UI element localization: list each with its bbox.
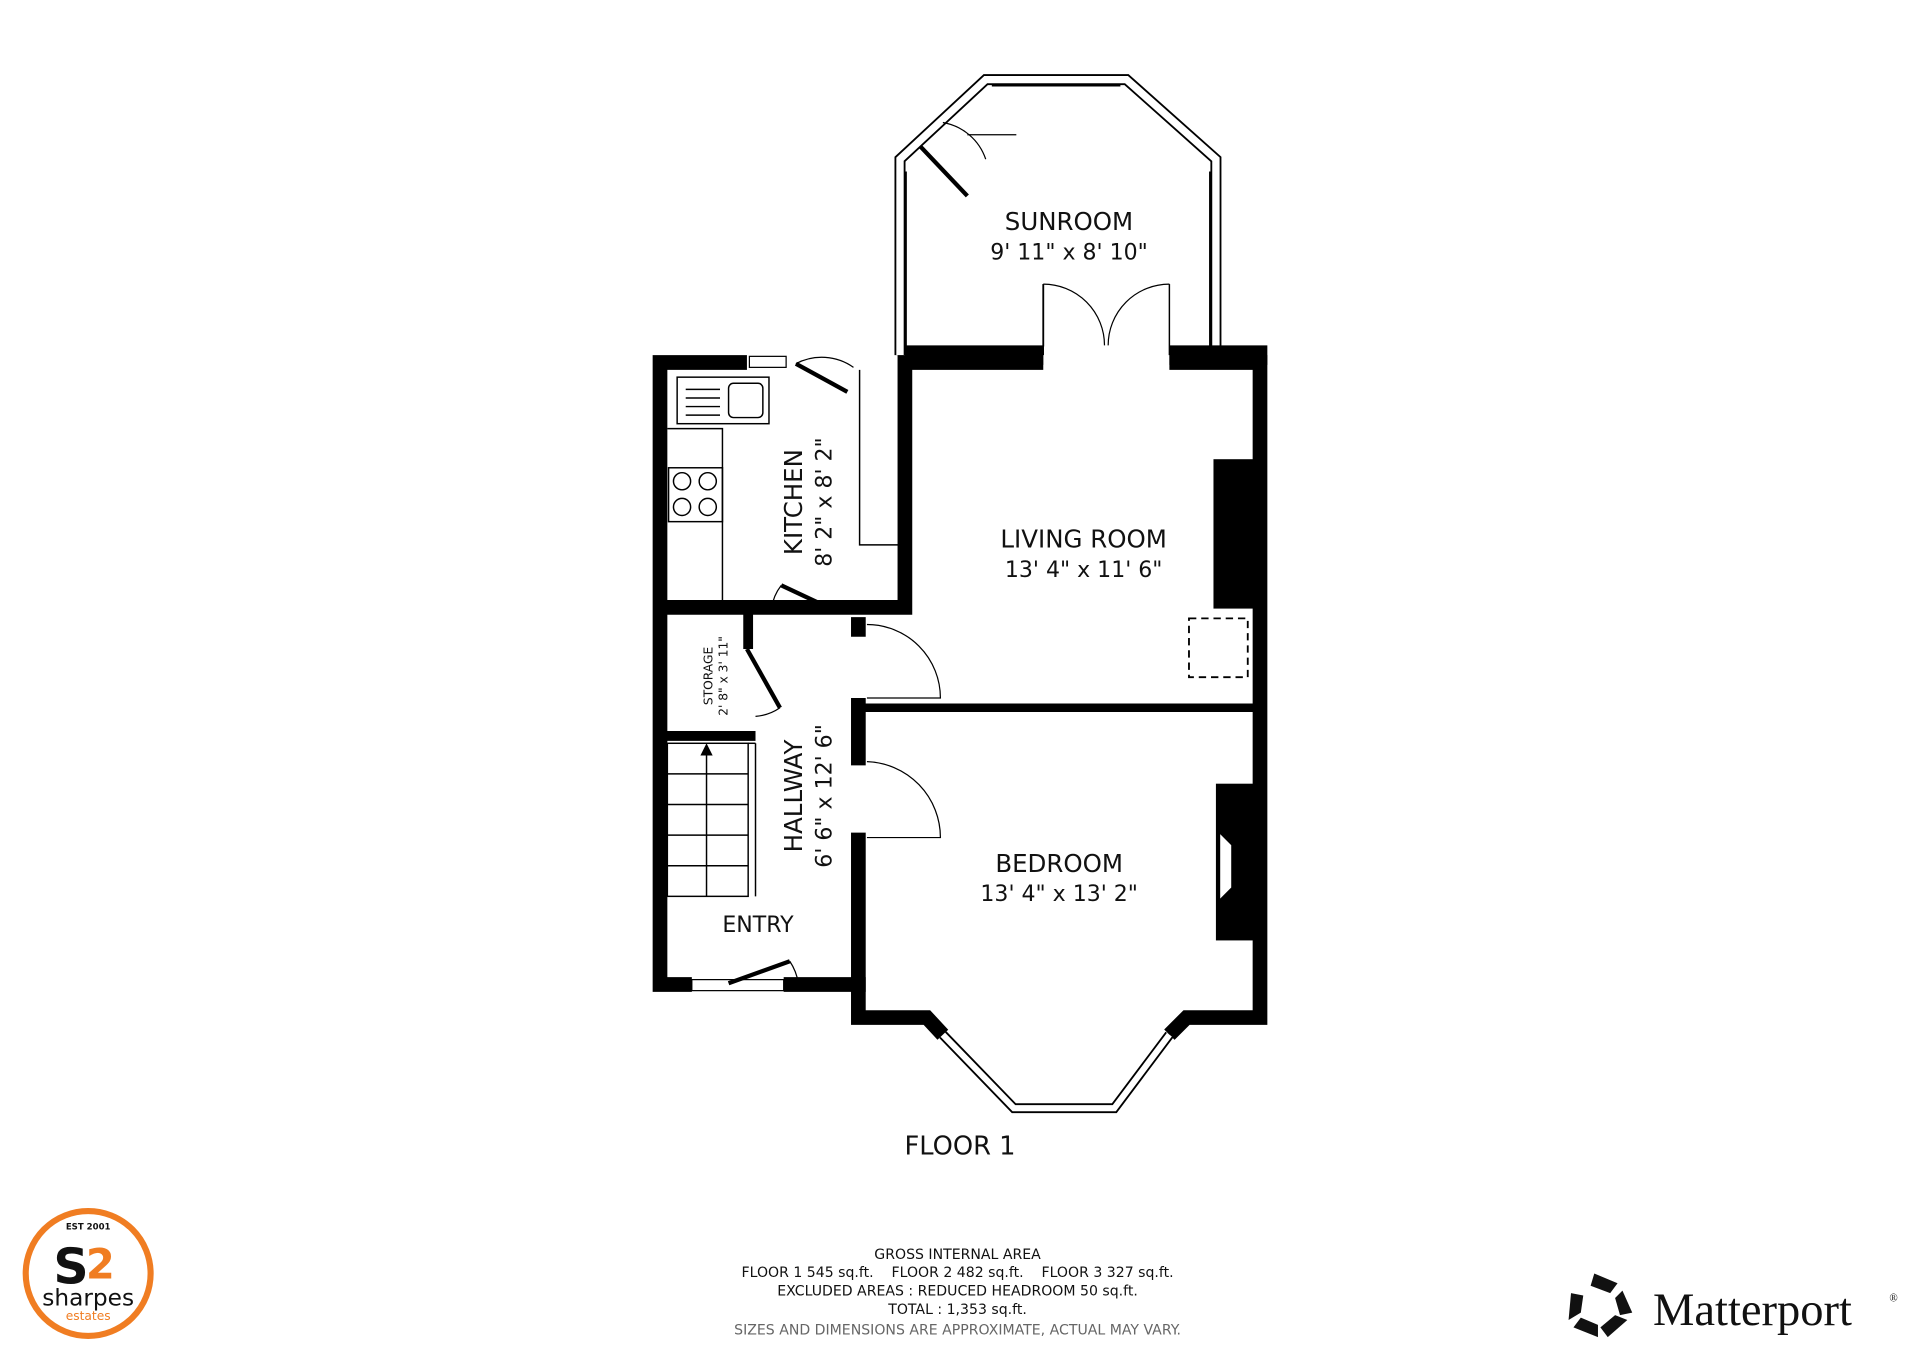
staircase (666, 742, 757, 898)
matterport-logo: Matterport ® (1568, 1273, 1898, 1338)
logo-name: sharpes (42, 1284, 134, 1311)
svg-text:2: 2 (86, 1239, 115, 1288)
kitchen-name: KITCHEN (779, 449, 808, 555)
living-room-name: LIVING ROOM (1000, 524, 1166, 553)
sunroom-name: SUNROOM (1005, 207, 1133, 236)
kitchen-size: 8' 2" x 8' 2" (812, 437, 837, 566)
living-room-size: 13' 4" x 11' 6" (1005, 558, 1163, 583)
svg-text:S: S (53, 1238, 88, 1295)
matterport-registered-mark: ® (1889, 1293, 1897, 1305)
area-summary: GROSS INTERNAL AREA FLOOR 1 545 sq.ft. F… (734, 1247, 1181, 1339)
sunroom-size: 9' 11" x 8' 10" (990, 241, 1148, 266)
logo-sub: estates (66, 1309, 111, 1323)
hallway-size: 6' 6" x 12' 6" (812, 724, 837, 868)
sunroom (894, 74, 1222, 356)
area-disclaimer: SIZES AND DIMENSIONS ARE APPROXIMATE, AC… (734, 1323, 1181, 1339)
storage-name: STORAGE (702, 647, 716, 705)
storage-size: 2' 8" x 3' 11" (716, 636, 730, 716)
walls (652, 345, 1268, 1040)
area-total: TOTAL : 1,353 sq.ft. (887, 1302, 1027, 1318)
entry-name: ENTRY (722, 913, 794, 938)
kitchen-fittings (667, 369, 905, 608)
logo-est: EST 2001 (66, 1222, 111, 1232)
area-excluded: EXCLUDED AREAS : REDUCED HEADROOM 50 sq.… (777, 1284, 1138, 1300)
floor-label: FLOOR 1 (904, 1132, 1015, 1162)
hallway-name: HALLWAY (779, 739, 808, 852)
matterport-wordmark: Matterport (1653, 1285, 1852, 1336)
area-floors: FLOOR 1 545 sq.ft. FLOOR 2 482 sq.ft. FL… (742, 1265, 1174, 1281)
sharpes-logo: EST 2001 S 2 sharpes estates (22, 1207, 154, 1339)
matterport-mark-icon (1568, 1273, 1633, 1338)
bedroom-size: 13' 4" x 13' 2" (980, 882, 1138, 907)
sunroom-glazing (896, 75, 1220, 356)
bedroom-name: BEDROOM (995, 849, 1123, 878)
area-heading: GROSS INTERNAL AREA (874, 1247, 1041, 1263)
skylight (1188, 617, 1249, 679)
